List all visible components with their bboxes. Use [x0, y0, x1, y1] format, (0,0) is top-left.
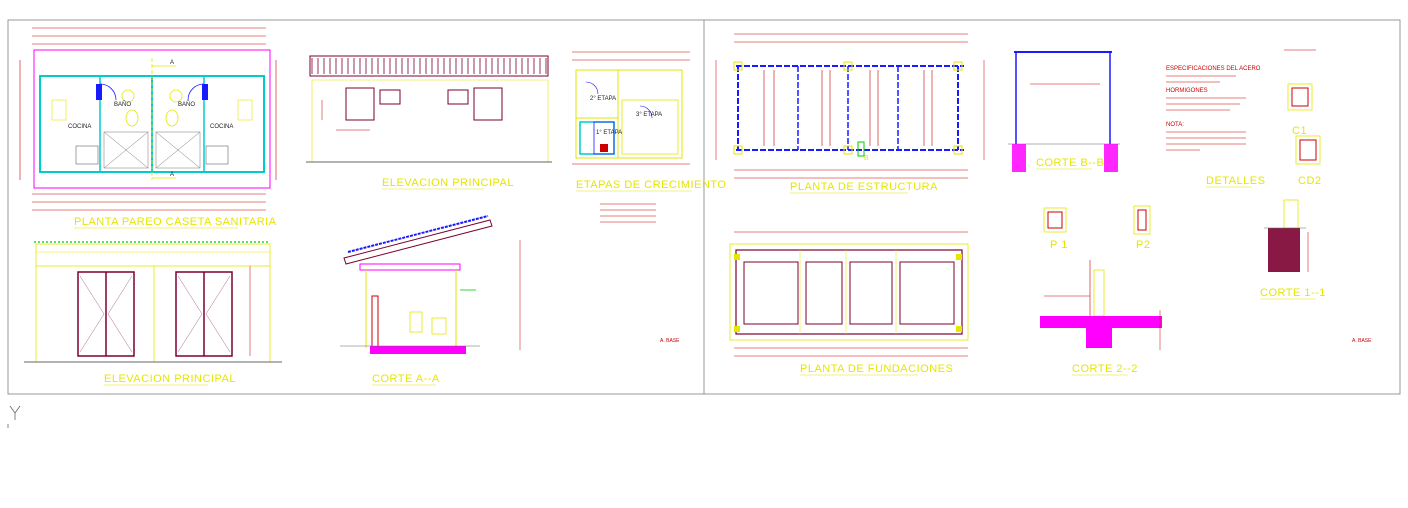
title-corte-bb: CORTE B--B [1036, 157, 1104, 169]
corte-11-view [1264, 199, 1309, 272]
note-especificaciones: ESPECIFICACIONES DEL ACERO [1166, 66, 1261, 72]
room-label-etapa-2: 2° ETAPA [590, 96, 616, 102]
room-label-etapa-3: 3° ETAPA [636, 112, 662, 118]
title-planta-estructura: PLANTA DE ESTRUCTURA [790, 181, 938, 193]
scale-note-right: A. BASE [1352, 338, 1372, 344]
corte-aa-view [340, 215, 521, 354]
room-label-bano-right: BAÑO [178, 101, 195, 108]
detail-label-cd2: CD2 [1298, 175, 1322, 187]
title-elevacion-principal-lower: ELEVACION PRINCIPAL [104, 373, 236, 385]
section-mark-a-bottom: A [170, 172, 174, 178]
note-hormigones: HORMIGONES [1166, 88, 1208, 94]
title-detalles: DETALLES [1206, 175, 1265, 187]
corte-22-view [1040, 260, 1162, 350]
detail-c1 [1284, 49, 1316, 111]
title-corte-22: CORTE 2--2 [1072, 363, 1138, 375]
detail-p2 [1133, 205, 1151, 235]
section-mark-a-top: A [170, 60, 174, 66]
room-label-etapa-1: 1° ETAPA [596, 130, 622, 136]
title-etapas: ETAPAS DE CRECIMIENTO [576, 179, 726, 191]
ucs-y-axis-icon [7, 405, 21, 428]
detail-label-c1: C1 [1292, 125, 1307, 137]
planta-pareo-view [19, 27, 277, 211]
detail-cd2 [1295, 135, 1321, 165]
etapas-schedule [600, 203, 656, 223]
scale-note-left: A. BASE [660, 338, 680, 344]
title-planta-fundaciones: PLANTA DE FUNDACIONES [800, 363, 953, 375]
elevacion-principal-upper [306, 55, 552, 163]
title-elevacion-principal-upper: ELEVACION PRINCIPAL [382, 177, 514, 189]
etapas-crecimiento-view [572, 51, 690, 165]
room-label-bano-left: BAÑO [114, 101, 131, 108]
note-nota: NOTA: [1166, 122, 1184, 128]
beam-mark-b: B [864, 155, 869, 162]
planta-fundaciones-view [729, 231, 969, 357]
room-label-cocina-left: COCINA [68, 124, 91, 130]
corte-bb-view [1008, 51, 1120, 172]
detail-label-p2: P2 [1136, 239, 1150, 251]
detail-p1 [1043, 207, 1067, 233]
title-planta-pareo: PLANTA PAREO CASETA SANITARIA [74, 216, 277, 228]
planta-estructura-view [715, 33, 985, 179]
sheet-frame-right [703, 19, 1401, 395]
detail-label-p1: P 1 [1050, 239, 1068, 251]
room-label-cocina-right: COCINA [210, 124, 233, 130]
title-corte-11: CORTE 1--1 [1260, 287, 1326, 299]
title-corte-aa: CORTE A--A [372, 373, 440, 385]
spec-lines [1166, 75, 1246, 151]
elevacion-principal-lower [24, 241, 282, 363]
